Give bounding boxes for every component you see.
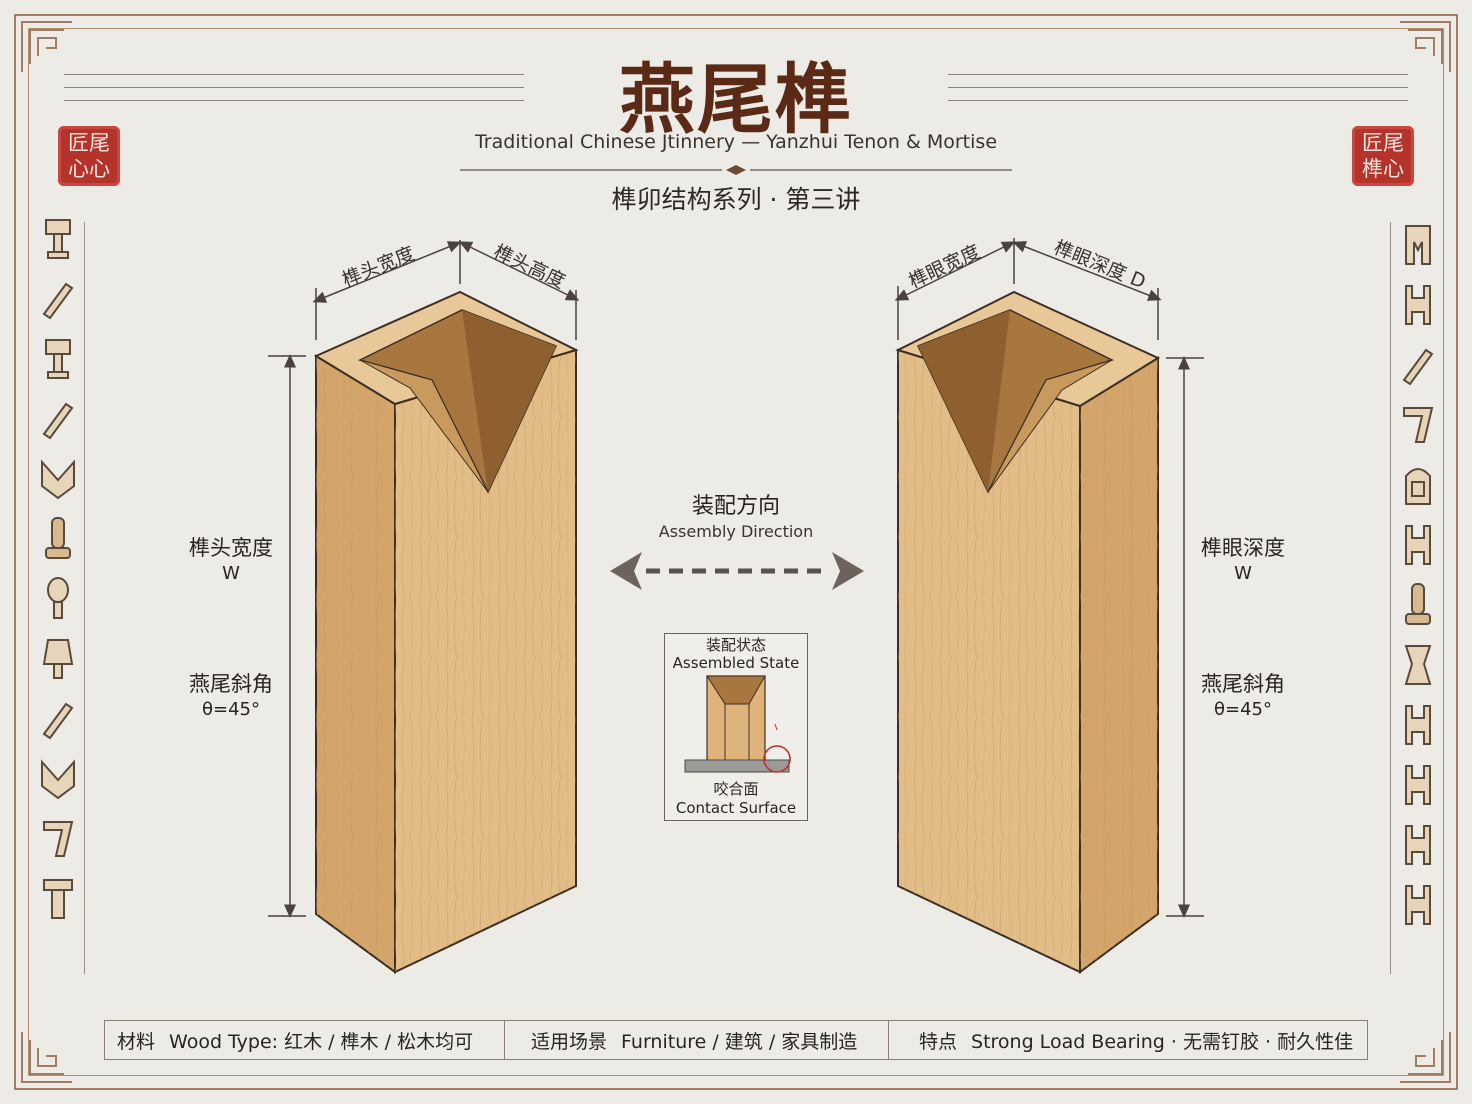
cap-joint-icon xyxy=(1405,468,1431,505)
assembly-label-en: Assembly Direction xyxy=(658,522,814,541)
joint-icon-column-right xyxy=(1398,222,1438,942)
label-text: 燕尾斜角 xyxy=(189,672,273,696)
label-text: 燕尾斜角 xyxy=(1201,672,1285,696)
clamp-icon xyxy=(43,879,73,919)
header-rule xyxy=(948,74,1408,75)
info-value: Furniture / 建筑 / 家具制造 xyxy=(621,1030,858,1053)
corner-joint-icon xyxy=(1403,407,1434,443)
assembly-label-cn: 装配方向 xyxy=(691,494,780,519)
tenon-angle-label: 燕尾斜角 θ=45° xyxy=(176,672,286,722)
square-icon xyxy=(43,821,74,857)
mortise-icon xyxy=(1405,705,1431,745)
inset-caption-cn: 咬合面 xyxy=(713,780,759,798)
mortise-icon xyxy=(1405,825,1431,865)
outer-frame xyxy=(14,14,1458,1090)
label-sub: W xyxy=(1234,563,1252,584)
assembled-joint-drawing xyxy=(684,675,791,773)
header-rule xyxy=(948,87,1408,88)
info-value: Wood Type: 红木 / 榫木 / 松木均可 xyxy=(169,1030,474,1053)
mortise-icon xyxy=(1405,525,1431,565)
corner-ornament-top-right xyxy=(1400,21,1451,72)
label-text: 榫头宽度 xyxy=(189,536,273,560)
corner-ornament-top-left xyxy=(21,21,72,72)
tenon-width-label: 榫头宽度 W xyxy=(176,536,286,586)
seal-stamp-left: 匠尾 心心 xyxy=(58,126,120,186)
peg-icon xyxy=(1402,348,1434,386)
header-rule xyxy=(64,87,524,88)
assembled-state-inset: 装配状态 Assembled State 咬合面 Contact Surface xyxy=(664,633,808,821)
mortise-angle-label: 燕尾斜角 θ=45° xyxy=(1188,672,1298,722)
header-rule xyxy=(64,74,524,75)
mortise-piece xyxy=(895,290,1161,974)
mortise-icon xyxy=(1405,765,1431,805)
info-cell-features: 特点 Strong Load Bearing · 无需钉胶 · 耐久性佳 xyxy=(889,1021,1366,1059)
right-dimension-lines xyxy=(894,238,1204,918)
seal-text: 匠尾 xyxy=(68,131,110,155)
mallet-icon xyxy=(45,339,71,379)
tool-icon-column-left xyxy=(38,216,78,936)
joint-icon xyxy=(41,759,75,800)
tenon-piece xyxy=(313,290,579,974)
mortise-icon xyxy=(1405,285,1431,325)
subtitle-divider xyxy=(460,165,1012,175)
info-bar: 材料 Wood Type: 红木 / 榫木 / 松木均可 适用场景 Furnit… xyxy=(104,1020,1368,1060)
info-key: 材料 xyxy=(117,1030,156,1053)
seal-text: 匠尾 xyxy=(1362,131,1404,155)
info-key: 特点 xyxy=(919,1030,958,1053)
left-dimension-lines xyxy=(268,240,580,918)
inset-title-en: Assembled State xyxy=(672,654,800,672)
subtitle-english: Traditional Chinese Jtinnery — Yanzhui T… xyxy=(474,131,998,153)
dovetail-icon xyxy=(1404,645,1432,685)
saw-icon xyxy=(42,282,74,320)
seal-stamp-right: 匠尾 榫心 xyxy=(1352,126,1414,186)
seal-text: 榫心 xyxy=(1362,157,1404,181)
inner-frame xyxy=(28,28,1444,1076)
label-text: 榫眼深度 xyxy=(1201,536,1285,560)
inset-title-cn: 装配状态 xyxy=(705,636,766,654)
assembly-direction: 装配方向 Assembly Direction xyxy=(636,488,836,541)
label-sub: θ=45° xyxy=(1214,699,1272,720)
gouge-icon xyxy=(47,577,69,619)
chisel-icon xyxy=(45,219,71,259)
plane-icon xyxy=(42,639,74,679)
tenon-icon xyxy=(1405,225,1431,265)
label-sub: θ=45° xyxy=(202,699,260,720)
side-divider-left xyxy=(84,222,85,974)
mortise-depth-label: 榫眼深度 W xyxy=(1188,536,1298,586)
inset-caption-en: Contact Surface xyxy=(675,799,797,817)
info-cell-usage: 适用场景 Furniture / 建筑 / 家具制造 xyxy=(505,1021,889,1059)
info-key: 适用场景 xyxy=(531,1030,608,1053)
seal-text: 心心 xyxy=(68,157,110,181)
awl-icon xyxy=(42,702,74,740)
mortise-icon xyxy=(1405,885,1431,925)
corner-ornament-bottom-left xyxy=(21,1032,72,1083)
info-cell-material: 材料 Wood Type: 红木 / 榫木 / 松木均可 xyxy=(105,1021,505,1059)
info-value: Strong Load Bearing · 无需钉胶 · 耐久性佳 xyxy=(971,1030,1354,1053)
label-sub: W xyxy=(222,563,240,584)
handle-joint-icon xyxy=(1405,583,1431,625)
subtitle-chinese: 榫卯结构系列 · 第三讲 xyxy=(611,185,861,214)
joint-icon xyxy=(41,459,75,500)
assembly-arrow xyxy=(610,552,864,590)
handle-icon xyxy=(45,517,71,559)
knife-icon xyxy=(42,402,74,440)
header-rule xyxy=(64,100,524,101)
header-rule xyxy=(948,100,1408,101)
page-title: 燕尾榫 xyxy=(619,55,853,144)
corner-ornament-bottom-right xyxy=(1400,1032,1451,1083)
side-divider-right xyxy=(1390,222,1391,974)
